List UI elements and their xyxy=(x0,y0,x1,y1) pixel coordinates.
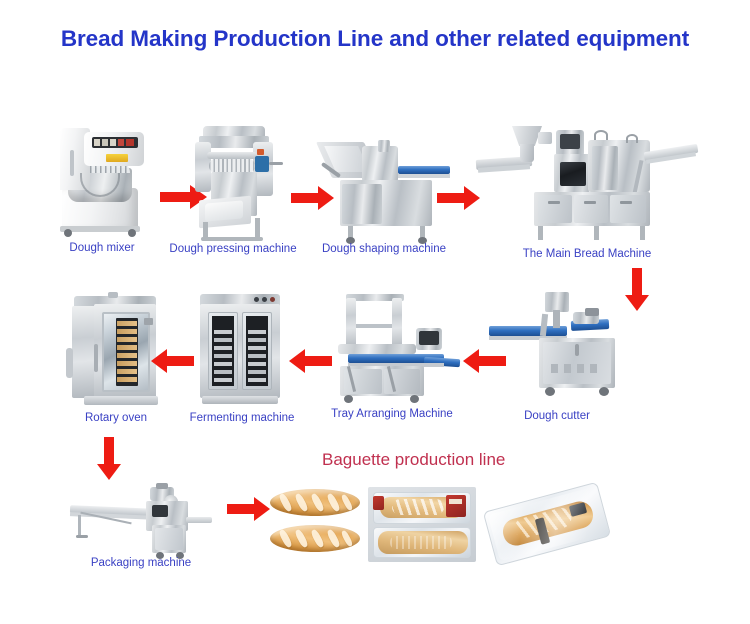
node-label: Packaging machine xyxy=(90,557,192,569)
single-wrapped-baguette-image xyxy=(482,481,612,567)
spiral-mixer-image xyxy=(46,110,158,238)
node-dough-mixer[interactable]: Dough mixer xyxy=(46,110,158,260)
arrow-press-to-shaper xyxy=(291,185,335,211)
node-rotary-oven[interactable]: Rotary oven xyxy=(64,292,168,432)
node-label: Dough mixer xyxy=(69,242,135,254)
tray-arranger-image xyxy=(324,294,461,406)
arrow-main-to-cutter xyxy=(624,268,650,312)
arrow-shaper-to-main xyxy=(437,185,481,211)
section-title-baguette-line: Baguette production line xyxy=(322,450,506,469)
arrow-tray-to-fermenter xyxy=(288,348,332,374)
product-baked-baguettes[interactable] xyxy=(268,487,364,559)
node-dough-shaping-machine[interactable]: Dough shaping machine xyxy=(315,138,450,268)
node-label: Dough cutter xyxy=(524,410,590,422)
proofer-cabinet-image xyxy=(194,290,290,410)
arrow-fermenter-to-oven xyxy=(150,348,194,374)
node-label: Dough shaping machine xyxy=(321,243,447,255)
arrow-packaging-to-products xyxy=(227,496,271,522)
node-tray-arranging-machine[interactable]: Tray Arranging Machine xyxy=(324,294,461,434)
two-baguettes-image xyxy=(268,487,364,559)
node-packaging-machine[interactable]: Packaging machine xyxy=(68,483,214,583)
dough-shaper-image xyxy=(315,138,450,244)
dough-press-image xyxy=(181,118,285,243)
node-label: Dough pressing machine xyxy=(169,243,297,255)
arrow-cutter-to-tray xyxy=(462,348,506,374)
node-fermenting-machine[interactable]: Fermenting machine xyxy=(190,290,294,432)
arrow-oven-to-packaging xyxy=(96,437,122,481)
bread-production-machine-image xyxy=(475,118,699,246)
dough-cutter-image xyxy=(489,290,625,408)
node-label: Tray Arranging Machine xyxy=(331,408,453,420)
node-label: Fermenting machine xyxy=(189,412,295,424)
product-wrapped-baguette[interactable] xyxy=(482,481,612,567)
product-packaged-breads-tray[interactable] xyxy=(368,487,476,562)
wrapped-breads-tray-image xyxy=(368,487,476,562)
node-label: The Main Bread Machine xyxy=(522,248,652,260)
page-title: Bread Making Production Line and other r… xyxy=(60,26,690,51)
rotary-oven-image xyxy=(64,292,168,410)
node-dough-cutter[interactable]: Dough cutter xyxy=(489,290,625,432)
node-main-bread-machine[interactable]: The Main Bread Machine xyxy=(475,118,699,268)
node-label: Rotary oven xyxy=(84,412,148,424)
node-dough-pressing-machine[interactable]: Dough pressing machine xyxy=(169,118,297,268)
flow-wrapper-image xyxy=(68,483,214,563)
